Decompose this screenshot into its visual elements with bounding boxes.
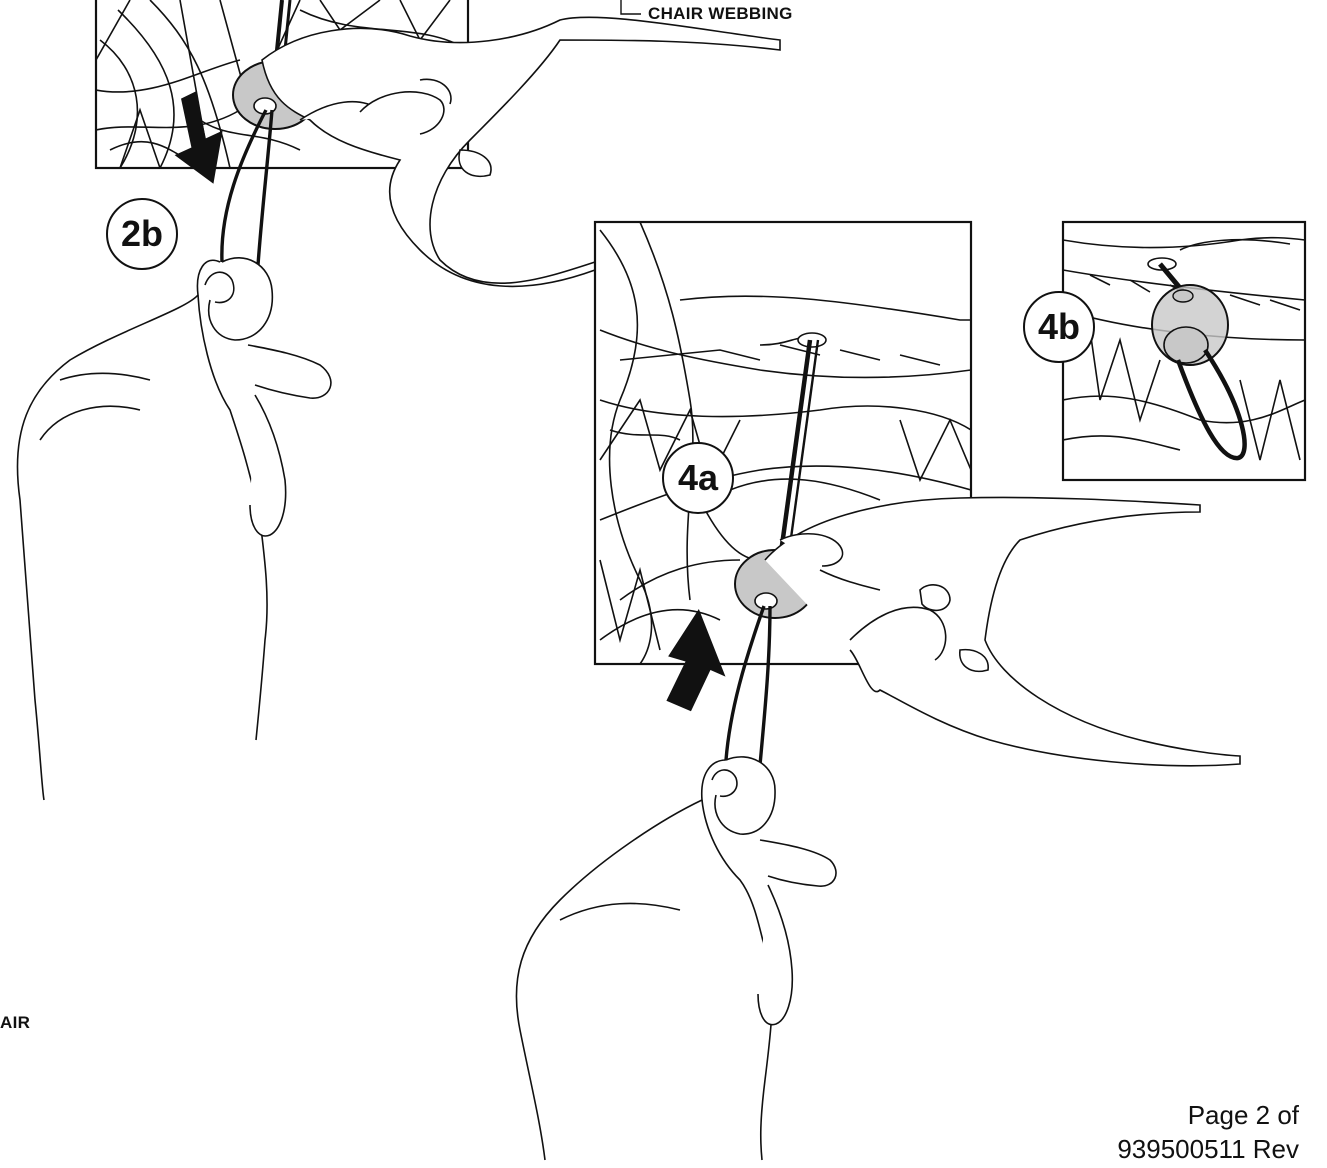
page-footer: Page 2 of 939500511 Rev [979, 1098, 1299, 1166]
document-number: 939500511 Rev [979, 1132, 1299, 1166]
webbing-leader-line [621, 0, 641, 14]
callout-4a: 4a [662, 442, 734, 514]
callout-4b: 4b [1023, 291, 1095, 363]
inset-step-4b [1063, 222, 1305, 480]
hand-lower-left [17, 258, 330, 800]
callout-2b: 2b [106, 198, 178, 270]
hand-upper-right [262, 17, 780, 286]
hand-lower-center [516, 757, 836, 1160]
hand-right-4a [765, 497, 1240, 765]
page-number: Page 2 of [979, 1098, 1299, 1132]
chair-label-fragment: AIR [0, 1013, 30, 1033]
chair-webbing-label: CHAIR WEBBING [648, 4, 793, 24]
